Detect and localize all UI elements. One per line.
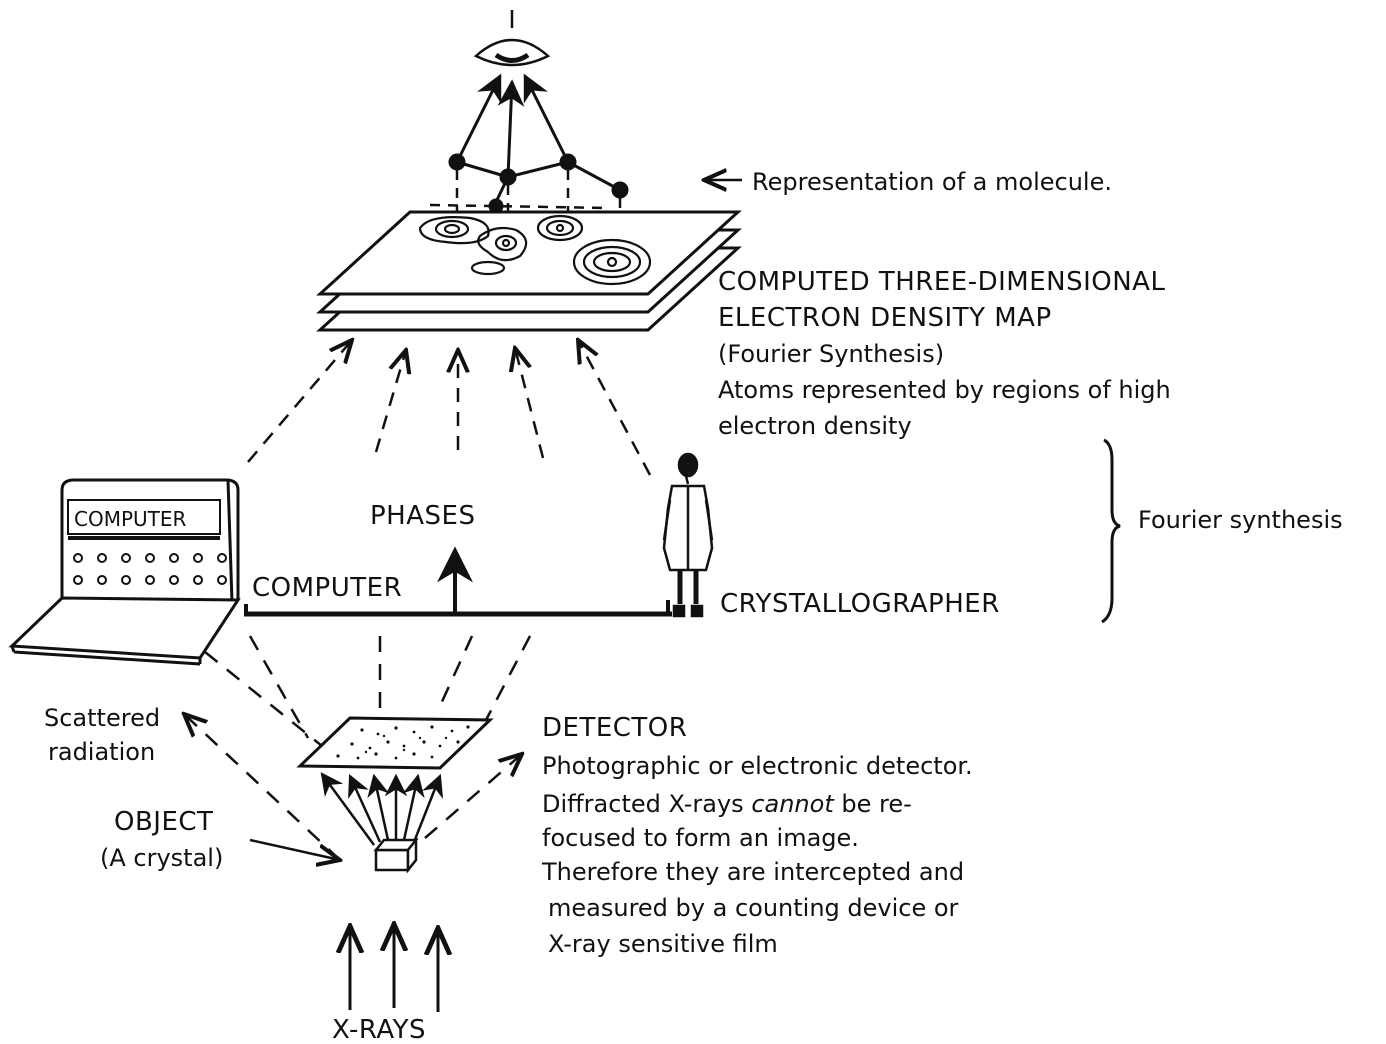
incident-xray-arrows [350, 924, 438, 1012]
map-title-line1: COMPUTED THREE-DIMENSIONAL [718, 267, 1165, 297]
computer-screen-label: COMPUTER [74, 507, 187, 531]
computer-label: COMPUTER [252, 573, 402, 603]
map-subtitle: (Fourier Synthesis) [718, 340, 944, 368]
detector-line4: Therefore they are intercepted and [541, 858, 964, 886]
density-contours [418, 214, 652, 286]
computer-link-bar [244, 546, 672, 617]
scatter-lines [184, 635, 532, 861]
crystallographer-figure [662, 452, 714, 618]
detector-line6: X-ray sensitive film [548, 930, 778, 958]
map-description-line1: Atoms represented by regions of high [718, 376, 1171, 404]
electron-density-map [316, 210, 742, 332]
object-label: OBJECT [114, 807, 213, 837]
detector-title: DETECTOR [542, 713, 687, 743]
detector-spots [336, 725, 470, 760]
molecule-label: Representation of a molecule. [752, 168, 1112, 196]
map-description-line2: electron density [718, 412, 912, 440]
fourier-synthesis-label: Fourier synthesis [1138, 506, 1343, 534]
fourier-brace [1101, 438, 1121, 624]
detector-line5: measured by a counting device or [548, 894, 959, 922]
phases-label: PHASES [370, 501, 475, 531]
scattered-radiation-line2: radiation [48, 738, 155, 766]
detector-line3: focused to form an image. [542, 824, 859, 852]
fourier-arrows [247, 340, 652, 476]
diffracted-rays [320, 772, 444, 846]
molecule-model [448, 73, 629, 214]
detector-plate [296, 716, 494, 770]
scattered-radiation-line1: Scattered [44, 704, 160, 732]
xrays-label: X-RAYS [332, 1015, 426, 1044]
detector-line1: Photographic or electronic detector. [542, 752, 973, 780]
crystal-icon [373, 836, 419, 874]
object-sublabel: (A crystal) [100, 844, 223, 872]
crystallographer-label: CRYSTALLOGRAPHER [720, 589, 1000, 619]
detector-line2: Diffracted X-rays cannot be re- [542, 790, 912, 818]
eye-icon [473, 10, 551, 67]
computer-illustration [8, 478, 241, 666]
computer-buttons [73, 553, 227, 585]
map-title-line2: ELECTRON DENSITY MAP [718, 303, 1052, 333]
object-pointer-arrow [249, 838, 340, 860]
